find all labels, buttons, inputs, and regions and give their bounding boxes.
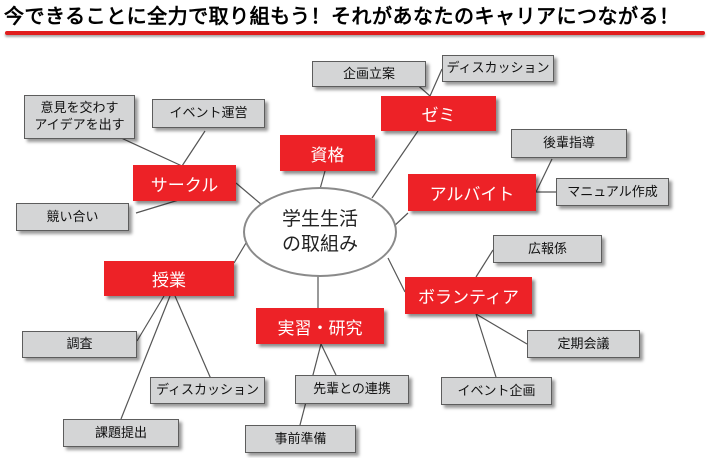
leaf-pr: 広報係 <box>493 235 602 263</box>
connector-hub-seminar <box>371 130 419 199</box>
title-underline <box>5 31 705 35</box>
category-lecture: 授業 <box>104 261 234 296</box>
connector-lecture-survey <box>136 295 165 342</box>
page-title: 今できることに全力で取り組もう！それがあなたのキャリアにつながる！ <box>4 4 680 28</box>
leaf-discussion-lecture: ディスカッション <box>150 377 265 404</box>
connector-volunteer-event <box>475 313 497 378</box>
category-seminar: ゼミ <box>381 96 496 131</box>
leaf-meeting: 定期会議 <box>527 330 640 358</box>
category-parttime: アルバイト <box>408 174 536 211</box>
category-circle: サークル <box>133 165 236 201</box>
connector-volunteer-pr <box>475 249 494 278</box>
connector-parttime-juniors <box>535 158 553 193</box>
connector-lecture-assignment <box>120 295 171 420</box>
leaf-planning: 企画立案 <box>312 61 426 87</box>
hub-label: 学生生活 の取組み <box>281 208 358 255</box>
connector-hub-lecture <box>233 242 247 264</box>
connector-hub-qualification <box>319 170 326 190</box>
category-practicum: 実習・研究 <box>256 308 384 344</box>
leaf-event-volunteer: イベント企画 <box>441 377 552 405</box>
leaf-event-circle: イベント運営 <box>152 99 265 128</box>
connector-hub-volunteer <box>387 257 406 293</box>
connector-practicum-senior <box>320 343 337 376</box>
leaf-manual: マニュアル作成 <box>556 178 669 206</box>
category-qualification: 資格 <box>280 135 375 171</box>
leaf-senior-link: 先輩との連携 <box>295 375 409 404</box>
connector-lecture-discussion <box>174 295 215 387</box>
leaf-survey: 調査 <box>22 331 137 358</box>
connector-circle-compete <box>135 198 183 214</box>
hub-ellipse: 学生生活 の取組み <box>243 187 397 277</box>
connector-circle-event <box>181 130 206 167</box>
connector-seminar-discussion <box>429 68 443 97</box>
leaf-compete: 競い合い <box>16 203 129 231</box>
category-volunteer: ボランティア <box>405 277 532 314</box>
leaf-discussion-seminar: ディスカッション <box>442 55 554 82</box>
connector-hub-circle <box>235 182 263 206</box>
leaf-juniors: 後輩指導 <box>511 129 627 158</box>
connector-volunteer-meeting <box>475 313 528 345</box>
leaf-assignment: 課題提出 <box>63 419 179 447</box>
leaf-opinion: 意見を交わす アイデアを出す <box>24 95 135 139</box>
leaf-preparation: 事前準備 <box>245 425 356 453</box>
